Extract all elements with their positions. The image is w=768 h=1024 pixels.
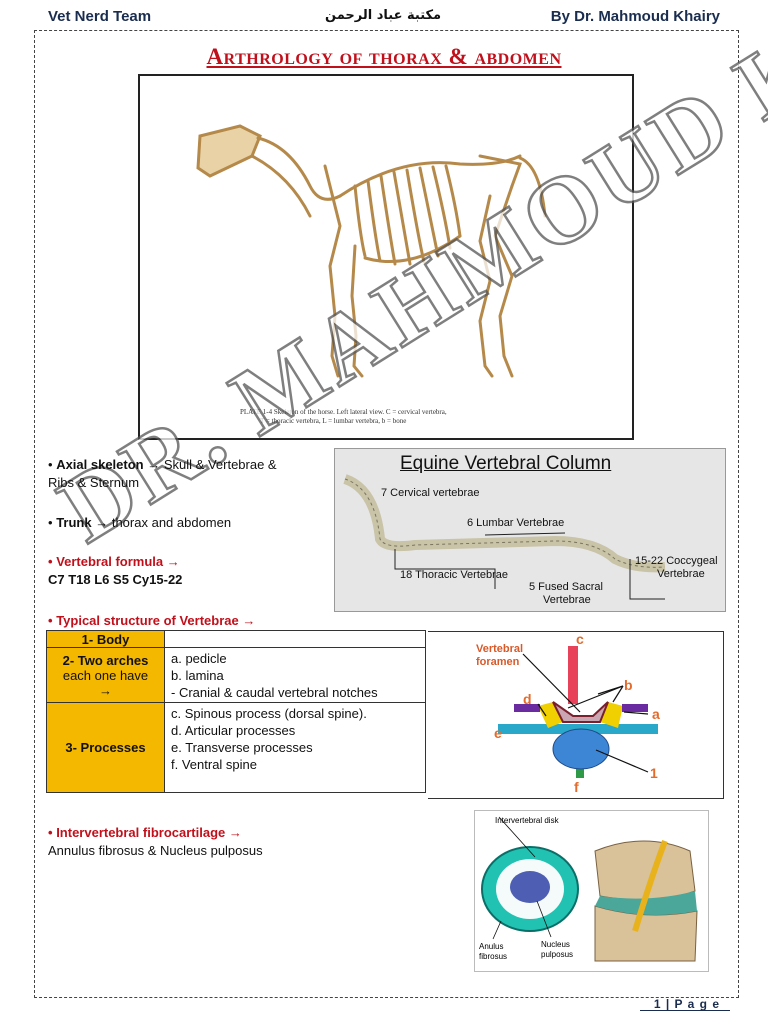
intervertebral-disk-figure: Intervertebral disk Anulus fibrosus Nucl… [474,810,709,972]
bullet: • [48,613,53,628]
ivfc-label: Intervertebral fibrocartilage [56,825,226,840]
disk-annulus-2: fibrosus [479,952,507,961]
vcol-cervical: 7 Cervical vertebrae [381,487,480,499]
vertebra-structure-table: 1- Body 2- Two arches each one have → a.… [46,630,426,793]
arrow-icon: → [99,682,112,698]
axial-text-2: Ribs & Sternum [48,475,140,490]
page-number: 1 | P a g e [653,997,720,1011]
bullet: • [48,825,53,840]
table-row-processes-cell: c. Spinous process (dorsal spine). d. Ar… [164,702,426,793]
vcol-lumbar: 6 Lumbar Vertebrae [467,517,565,529]
axial-label: Axial skeleton [56,457,144,472]
arrow-icon: → [228,825,242,840]
table-row-arches-head: 2- Two arches each one have → [46,647,165,703]
vcol-coccygeal-2: Vertebrae [657,568,705,580]
table-row-processes-head: 3- Processes [46,702,165,793]
table-row-body-cell [164,630,426,648]
process-item: f. Ventral spine [171,757,257,772]
process-item: c. Spinous process (dorsal spine). [171,706,367,721]
horse-caption-2: T = thoracic vertebra, L = lumbar verteb… [260,417,406,425]
arrow-icon: → [242,613,256,628]
horse-skeleton-drawing: PLATE 1-4 Skeleton of the horse. Left la… [196,124,547,425]
arrow-icon: → [147,457,161,472]
typical-structure-heading: • Typical structure of Vertebrae → [48,612,255,630]
horse-skeleton-figure: PLATE 1-4 Skeleton of the horse. Left la… [138,74,634,440]
foramen-label-2: foramen [476,656,520,668]
ivfc-item: • Intervertebral fibrocartilage → Annulu… [48,824,263,860]
arrow-icon: → [95,515,109,530]
header-left: Vet Nerd Team [48,8,152,25]
process-item: e. Transverse processes [171,740,313,755]
arch-item: b. lamina [171,667,224,683]
process-item: d. Articular processes [171,723,296,738]
disk-label-top: Intervertebral disk [495,816,560,825]
disk-drawing: Intervertebral disk Anulus fibrosus Nucl… [479,816,698,962]
footer-divider [640,1010,730,1011]
vertebral-formula-item: • Vertebral formula → C7 T18 L6 S5 Cy15-… [48,553,182,589]
vertebra-diagram: Vertebral foramen c b d a e f 1 [428,631,724,799]
vcol-sacral-1: 5 Fused Sacral [529,581,603,593]
label-d: d [523,691,532,707]
vertebral-column-drawing [343,474,666,600]
page-frame [34,30,739,998]
arches-head-1: 2- Two arches [62,652,149,668]
bullet: • [48,515,53,530]
table-row-body-head: 1- Body [46,630,165,648]
axial-text: Skull & Vertebrae & [163,457,277,472]
label-b: b [624,677,633,693]
table-row-arches-cell: a. pedicle b. lamina - Cranial & caudal … [164,647,426,703]
bullet: • [48,554,53,569]
disk-annulus-1: Anulus [479,942,503,951]
vertebral-column-figure: Equine Vertebral Column 7 Cervical verte… [334,448,726,612]
disk-nucleus-1: Nucleus [541,940,570,949]
trunk-label: Trunk [56,515,92,530]
page-title: Arthrology of thorax & abdomen [206,44,562,69]
vertebra-diagram-drawing: Vertebral foramen c b d a e f 1 [476,631,660,795]
axial-skeleton-item: • Axial skeleton → Skull & Vertebrae & R… [48,456,318,492]
ivfc-text: Annulus fibrosus & Nucleus pulposus [48,843,263,858]
vformula-label: Vertebral formula [56,554,164,569]
trunk-item: • Trunk → thorax and abdomen [48,514,231,532]
foramen-label-1: Vertebral [476,643,523,655]
disk-nucleus-2: pulposus [541,950,573,959]
arch-item: - Cranial & caudal vertebral notches [171,684,378,700]
arches-head-2: each one have [62,667,149,683]
label-e: e [494,725,502,741]
header-right: By Dr. Mahmoud Khairy [550,8,720,25]
arch-item: a. pedicle [171,650,227,666]
label-f: f [574,779,579,795]
typical-label: Typical structure of Vertebrae [56,613,239,628]
label-a: a [652,706,660,722]
label-c: c [576,632,584,647]
vcol-thoracic: 18 Thoracic Vertebrae [400,569,509,581]
horse-caption-1: PLATE 1-4 Skeleton of the horse. Left la… [240,408,447,416]
label-1: 1 [650,765,658,781]
arrow-icon: → [166,554,180,569]
vcol-sacral-2: Vertebrae [543,594,591,606]
header-center: مكتبة عباد الرحمن [325,8,442,23]
vformula-value: C7 T18 L6 S5 Cy15-22 [48,572,183,587]
vcol-coccygeal-1: 15-22 Coccygeal [635,555,718,567]
bullet: • [48,457,53,472]
trunk-text: thorax and abdomen [111,515,232,530]
vcol-title: Equine Vertebral Column [400,453,612,474]
